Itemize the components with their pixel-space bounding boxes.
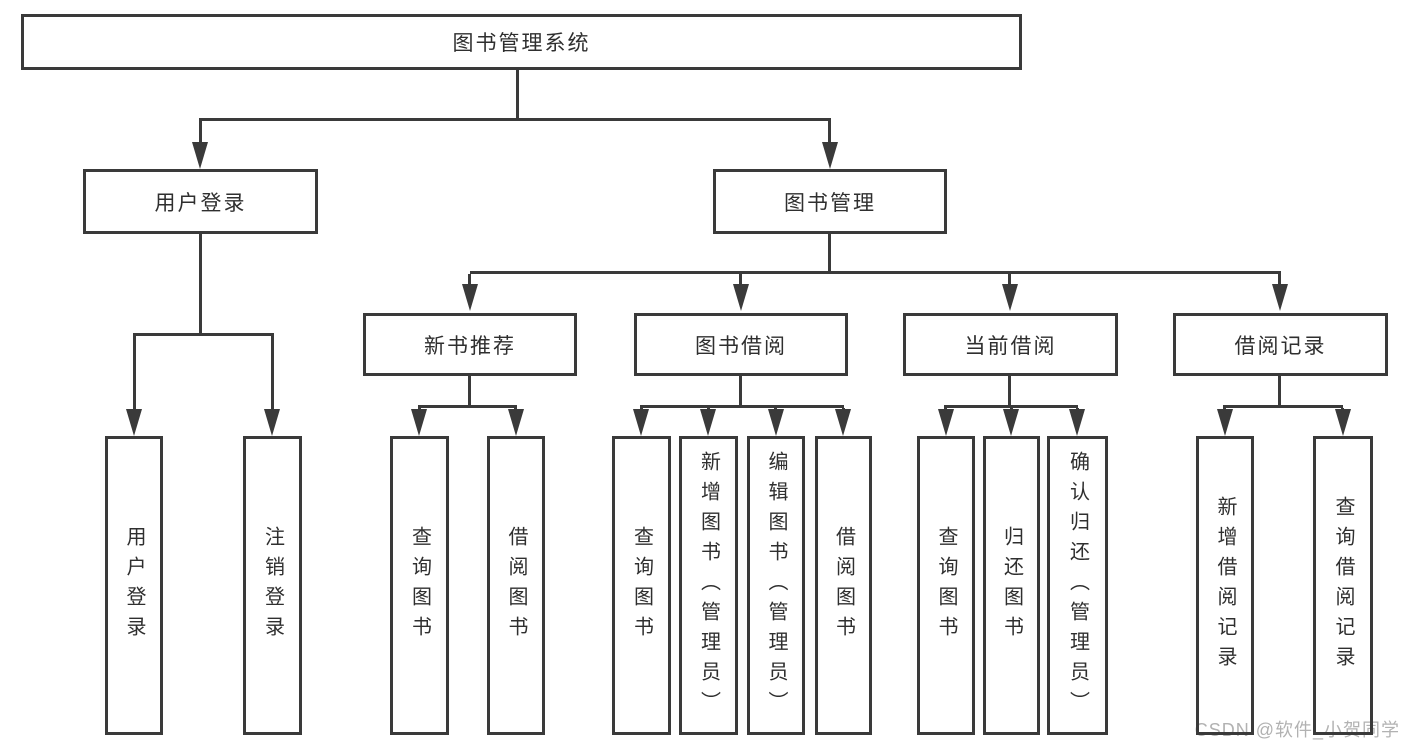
node-label: 新增借阅记录 xyxy=(1214,495,1236,676)
node-borrowing-records: 借阅记录 xyxy=(1173,313,1388,376)
leaf-borrow-books: 借阅图书 xyxy=(487,436,545,735)
arrowhead-down-icon xyxy=(768,409,784,436)
node-book-borrowing: 图书借阅 xyxy=(634,313,848,376)
node-label: 新书推荐 xyxy=(424,334,516,358)
arrowhead-down-icon xyxy=(462,284,478,311)
node-label: 查询图书 xyxy=(408,525,431,646)
connector-line xyxy=(1278,376,1281,407)
connector-line xyxy=(199,234,202,333)
leaf-borrow-books: 借阅图书 xyxy=(815,436,872,735)
connector-line xyxy=(199,121,202,142)
node-label: 归还图书 xyxy=(1000,525,1023,646)
arrowhead-down-icon xyxy=(1272,284,1288,311)
arrowhead-down-icon xyxy=(508,409,524,436)
node-label: 查询借阅记录 xyxy=(1332,495,1354,676)
node-label: 图书管理 xyxy=(784,191,876,215)
arrowhead-down-icon xyxy=(938,409,954,436)
node-label: 图书管理系统 xyxy=(452,32,591,55)
connector-line xyxy=(828,121,831,142)
connector-line xyxy=(1278,274,1281,284)
arrowhead-down-icon xyxy=(835,409,851,436)
connector-line xyxy=(468,376,471,407)
arrowhead-down-icon xyxy=(411,409,427,436)
leaf-add-borrow-record: 新增借阅记录 xyxy=(1196,436,1254,735)
connector-line xyxy=(470,271,1281,274)
connector-line xyxy=(944,405,1078,408)
arrowhead-down-icon xyxy=(126,409,142,436)
arrowhead-down-icon xyxy=(1217,409,1233,436)
connector-line xyxy=(199,118,831,121)
node-label: 确认归还（管理员） xyxy=(1066,450,1089,721)
leaf-confirm-return-admin: 确认归还（管理员） xyxy=(1047,436,1108,735)
connector-line xyxy=(516,70,519,118)
arrowhead-down-icon xyxy=(822,142,838,169)
arrowhead-down-icon xyxy=(1003,409,1019,436)
connector-line xyxy=(418,405,517,408)
leaf-edit-books-admin: 编辑图书（管理员） xyxy=(747,436,805,735)
node-label: 借阅图书 xyxy=(505,525,527,646)
arrowhead-down-icon xyxy=(1002,284,1018,311)
connector-line xyxy=(739,274,742,284)
leaf-return-books: 归还图书 xyxy=(983,436,1040,735)
node-current-borrowing: 当前借阅 xyxy=(903,313,1118,376)
node-book-management: 图书管理 xyxy=(713,169,947,234)
arrowhead-down-icon xyxy=(1335,409,1351,436)
connector-line xyxy=(1008,376,1011,407)
connector-line xyxy=(468,274,471,284)
arrowhead-down-icon xyxy=(264,409,280,436)
leaf-query-books: 查询图书 xyxy=(390,436,449,735)
connector-line xyxy=(828,234,831,273)
node-label: 编辑图书（管理员） xyxy=(765,450,787,721)
node-label: 用户登录 xyxy=(123,525,145,646)
node-label: 新增图书（管理员） xyxy=(697,450,720,721)
leaf-query-books: 查询图书 xyxy=(917,436,975,735)
connector-line xyxy=(133,336,136,409)
leaf-user-login: 用户登录 xyxy=(105,436,163,735)
csdn-watermark: CSDN @软件_小贺同学 xyxy=(1194,720,1400,740)
leaf-add-books-admin: 新增图书（管理员） xyxy=(679,436,738,735)
leaf-query-books: 查询图书 xyxy=(612,436,671,735)
arrowhead-down-icon xyxy=(700,409,716,436)
node-label: 用户登录 xyxy=(154,191,247,215)
node-label: 借阅记录 xyxy=(1234,334,1327,358)
node-user-login: 用户登录 xyxy=(83,169,318,234)
leaf-query-borrow-record: 查询借阅记录 xyxy=(1313,436,1373,735)
connector-line xyxy=(271,336,274,409)
connector-line xyxy=(1223,405,1343,408)
node-label: 查询图书 xyxy=(630,525,653,646)
arrowhead-down-icon xyxy=(733,284,749,311)
arrowhead-down-icon xyxy=(1069,409,1085,436)
connector-line xyxy=(133,333,274,336)
node-label: 图书借阅 xyxy=(695,334,787,358)
node-label: 当前借阅 xyxy=(964,334,1057,358)
node-label: 注销登录 xyxy=(261,525,284,646)
connector-line xyxy=(739,376,742,407)
node-label: 借阅图书 xyxy=(832,525,855,646)
node-library-management-system: 图书管理系统 xyxy=(21,14,1022,70)
connector-line xyxy=(1008,274,1011,284)
node-label: 查询图书 xyxy=(935,525,957,646)
leaf-logout: 注销登录 xyxy=(243,436,302,735)
arrowhead-down-icon xyxy=(192,142,208,169)
node-new-book-recommend: 新书推荐 xyxy=(363,313,577,376)
arrowhead-down-icon xyxy=(633,409,649,436)
connector-line xyxy=(640,405,844,408)
